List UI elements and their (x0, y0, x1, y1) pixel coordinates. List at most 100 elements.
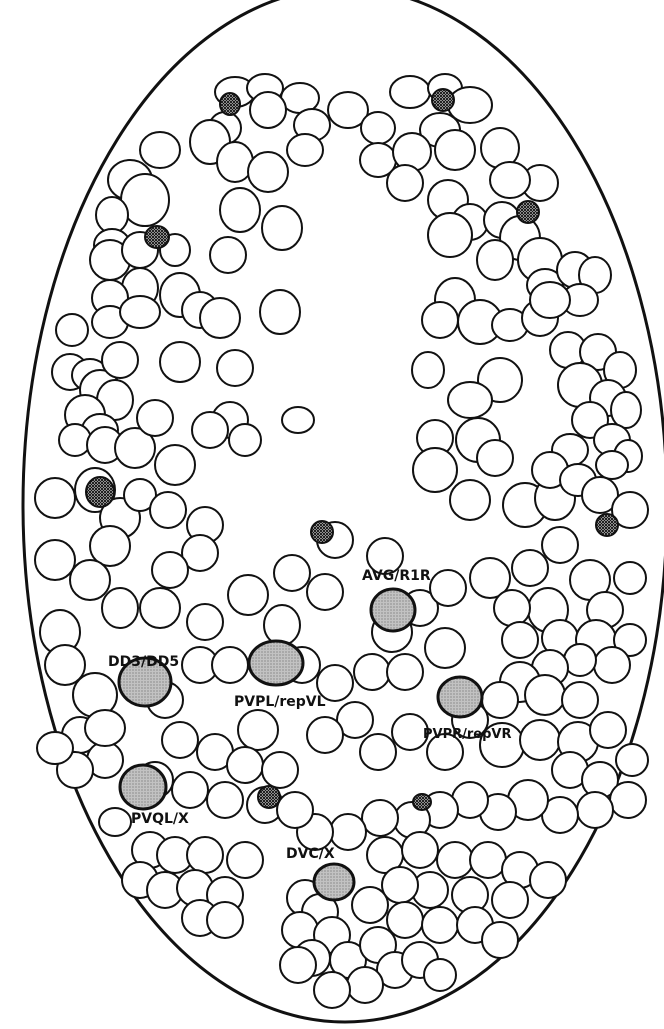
cell-nucleus (435, 130, 475, 170)
cell-nucleus (187, 837, 223, 873)
pvpr-label: PVPR/repVR (423, 727, 511, 742)
cell-nucleus (172, 772, 208, 808)
cell-nucleus (477, 440, 513, 476)
cell-nucleus (96, 197, 128, 233)
cell-nucleus (448, 382, 492, 418)
cell-nucleus (192, 412, 228, 448)
crosshatched-nucleus (596, 514, 618, 536)
cell-nucleus (137, 400, 173, 436)
cell-nucleus (140, 132, 180, 168)
cell-nucleus (610, 782, 646, 818)
cell-nucleus (200, 298, 240, 338)
cell-nucleus (354, 654, 390, 690)
cell-nucleus (227, 747, 263, 783)
crosshatched-nucleus (258, 786, 280, 808)
cell-nucleus (187, 604, 223, 640)
cell-nucleus (413, 448, 457, 492)
cell-nucleus (362, 800, 398, 836)
cell-nucleus (207, 902, 243, 938)
cell-nucleus (264, 605, 300, 645)
cell-nucleus (99, 808, 131, 836)
pvpl-label: PVPL/repVL (234, 694, 326, 710)
cell-nucleus (616, 744, 648, 776)
cell-nucleus (428, 213, 472, 257)
cell-nucleus (228, 575, 268, 615)
cell-nucleus (530, 862, 566, 898)
cell-nucleus (277, 792, 313, 828)
cell-nucleus (502, 622, 538, 658)
cell-nucleus (594, 647, 630, 683)
cell-nucleus (274, 555, 310, 591)
cell-nucleus (210, 237, 246, 273)
cell-nucleus (262, 752, 298, 788)
cell-nucleus (530, 282, 570, 318)
cell-nucleus (238, 710, 278, 750)
cell-nucleus (280, 947, 316, 983)
cell-nucleus (35, 478, 75, 518)
cell-nucleus (70, 560, 110, 600)
cell-nucleus (250, 92, 286, 128)
avg-label: AVG/R1R (362, 568, 431, 584)
cell-nucleus (150, 492, 186, 528)
dd-label: DD3/DD5 (108, 654, 179, 670)
pvq-label: PVQL/X (131, 811, 189, 827)
cell-nucleus (314, 972, 350, 1008)
cell-nucleus (577, 792, 613, 828)
cell-nucleus (390, 76, 430, 108)
cell-nucleus (352, 887, 388, 923)
crosshatched-nucleus (145, 226, 169, 248)
cell-nucleus (35, 540, 75, 580)
pvpl-nucleus (249, 641, 303, 685)
cell-nucleus (492, 882, 528, 918)
cell-nucleus (155, 445, 195, 485)
cell-nucleus (85, 710, 125, 746)
cell-nucleus (512, 550, 548, 586)
cell-nucleus (562, 682, 598, 718)
cell-nucleus (525, 675, 565, 715)
cell-nucleus (229, 424, 261, 456)
dvc-nucleus (314, 864, 354, 900)
cell-nucleus (361, 112, 395, 144)
crosshatched-nucleus (220, 93, 240, 115)
cell-nucleus (470, 842, 506, 878)
cell-nucleus (217, 350, 253, 386)
crosshatched-nucleus (311, 521, 333, 543)
cell-nucleus (347, 967, 383, 1003)
cell-nucleus (430, 570, 466, 606)
avg-nucleus (371, 589, 415, 631)
cell-nucleus (37, 732, 73, 764)
cell-nucleus (360, 734, 396, 770)
cell-nucleus (596, 451, 628, 479)
cell-nucleus (402, 832, 438, 868)
crosshatched-nucleus (517, 201, 539, 223)
cell-nucleus (59, 424, 91, 456)
cell-nucleus (56, 314, 88, 346)
cell-nucleus (424, 959, 456, 991)
cell-nucleus (450, 480, 490, 520)
crosshatched-nucleus (86, 477, 114, 507)
cell-nucleus (102, 342, 138, 378)
cell-nucleus (590, 712, 626, 748)
cell-nucleus (330, 814, 366, 850)
cell-nucleus (282, 407, 314, 433)
cell-nucleus (542, 527, 578, 563)
cell-nucleus (287, 134, 323, 166)
cell-nucleus (387, 165, 423, 201)
cell-nucleus (387, 654, 423, 690)
cell-nucleus (260, 290, 300, 334)
cell-nucleus (422, 907, 458, 943)
cell-nucleus (564, 644, 596, 676)
cell-nucleus (162, 722, 198, 758)
cell-nucleus (425, 628, 465, 668)
dvc-label: DVC/X (286, 846, 335, 862)
cell-nucleus (611, 392, 641, 428)
cell-nucleus (387, 902, 423, 938)
cell-nucleus (614, 562, 646, 594)
cell-nucleus (307, 574, 343, 610)
cell-nucleus (212, 647, 248, 683)
cell-nucleus (490, 162, 530, 198)
cell-nucleus (412, 352, 444, 388)
cell-nucleus (140, 588, 180, 628)
cell-nucleus (248, 152, 288, 192)
